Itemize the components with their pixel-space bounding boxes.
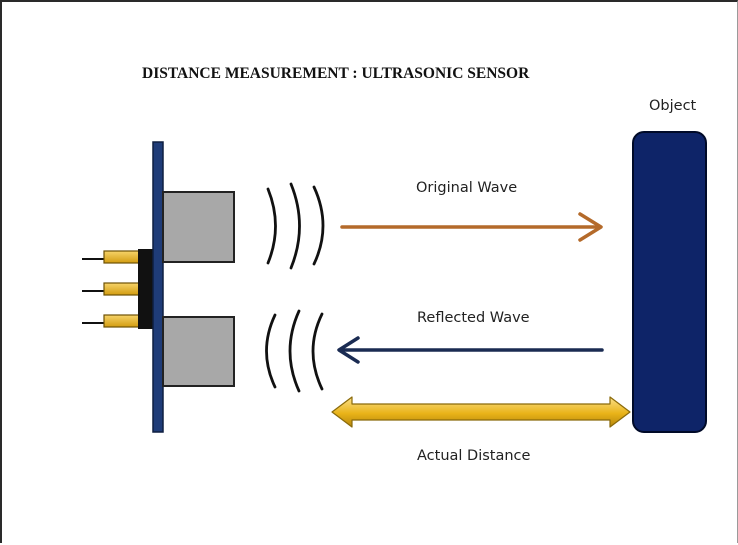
wave-out-3 bbox=[312, 185, 325, 266]
target-object bbox=[632, 131, 707, 433]
sensor-pins bbox=[82, 249, 154, 329]
wave-in-2 bbox=[288, 309, 301, 393]
pin-header bbox=[138, 249, 154, 329]
original-wave-arrow bbox=[340, 212, 603, 242]
reflected-wave-label: Reflected Wave bbox=[417, 310, 530, 326]
wave-out-1 bbox=[266, 187, 277, 265]
object-label: Object bbox=[649, 98, 697, 114]
wave-in-3 bbox=[311, 312, 324, 391]
reflected-wave-arrow bbox=[337, 336, 604, 364]
actual-distance-label: Actual Distance bbox=[417, 448, 531, 464]
transmitter-transducer bbox=[162, 191, 235, 263]
actual-distance-arrow bbox=[331, 396, 631, 428]
wave-in-1 bbox=[265, 313, 277, 389]
reflected-waves bbox=[265, 309, 324, 393]
wave-out-2 bbox=[289, 182, 301, 270]
original-wave-label: Original Wave bbox=[416, 180, 517, 196]
sensor-board bbox=[152, 141, 164, 433]
receiver-transducer bbox=[162, 316, 235, 387]
transmitted-waves bbox=[266, 182, 325, 270]
diagram-title: DISTANCE MEASUREMENT : ULTRASONIC SENSOR bbox=[142, 65, 530, 82]
